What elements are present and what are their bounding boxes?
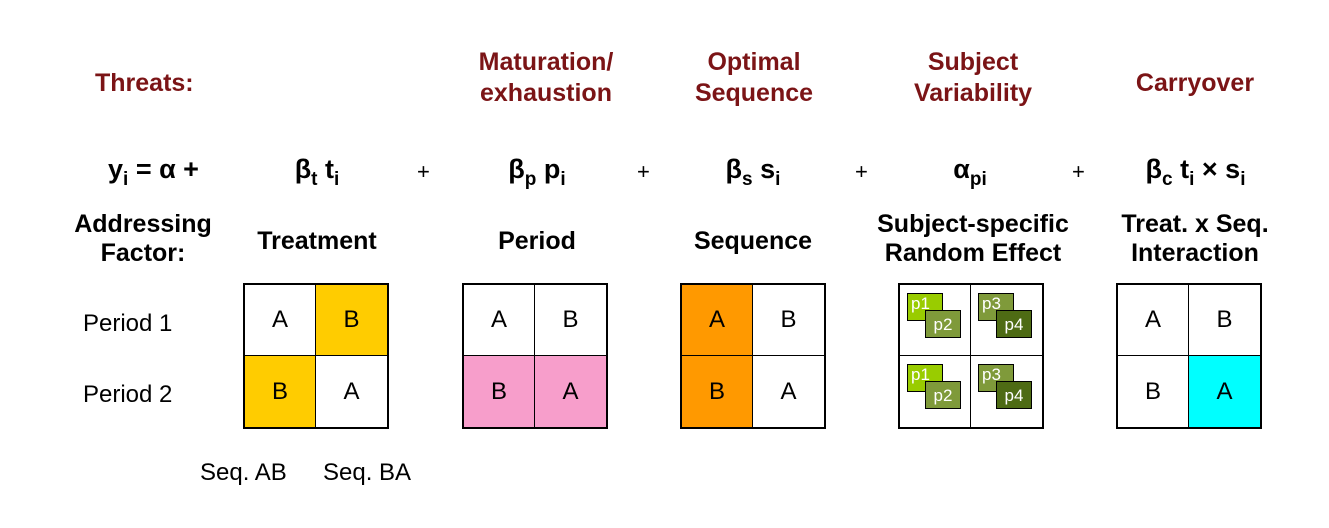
threat-subject-variability: Subject Variability bbox=[913, 48, 1033, 107]
equation-term-subject: αpi bbox=[953, 154, 987, 190]
equation-plus: + bbox=[855, 159, 868, 184]
threat-optimal-sequence: Optimal Sequence bbox=[694, 48, 814, 107]
subject-square-front: p2 bbox=[925, 381, 961, 409]
grid-cell: B bbox=[753, 285, 824, 356]
grid-cell: B bbox=[316, 285, 387, 356]
subject-square-front: p2 bbox=[925, 310, 961, 338]
equation-term-treatment: βt ti bbox=[294, 154, 340, 190]
factor-subject-random-effect: Subject-specific Random Effect bbox=[877, 210, 1069, 267]
sequence-ab-label: Seq. AB bbox=[200, 459, 287, 486]
threats-heading: Threats: bbox=[95, 69, 194, 97]
subject-square-front: p4 bbox=[996, 310, 1032, 338]
factor-period: Period bbox=[498, 227, 576, 255]
factor-heading: Addressing Factor: bbox=[74, 210, 212, 267]
equation-term-sequence: βs si bbox=[725, 154, 781, 190]
period-2-label: Period 2 bbox=[83, 381, 173, 408]
grid-cell: A bbox=[753, 356, 824, 427]
grid-cell: A bbox=[682, 285, 753, 356]
grid-cell: B bbox=[535, 285, 606, 356]
grid-cell: A bbox=[245, 285, 316, 356]
equation-plus: + bbox=[637, 159, 650, 184]
threat-carryover: Carryover bbox=[1135, 69, 1255, 97]
equation-lhs: yi = α + bbox=[108, 154, 199, 190]
subject-square-front: p4 bbox=[996, 381, 1032, 409]
equation-term-carryover: βc ti × si bbox=[1145, 154, 1246, 190]
grid-cell: A bbox=[1189, 356, 1260, 427]
grid-cell: B bbox=[245, 356, 316, 427]
grid-cell: A bbox=[464, 285, 535, 356]
grid-cell: B bbox=[1189, 285, 1260, 356]
grid-cell: B bbox=[464, 356, 535, 427]
grid-cell: A bbox=[1118, 285, 1189, 356]
factor-sequence: Sequence bbox=[693, 227, 813, 255]
grid-cell: A bbox=[535, 356, 606, 427]
equation-plus: + bbox=[417, 159, 430, 184]
threat-maturation: Maturation/ exhaustion bbox=[478, 48, 614, 107]
equation-term-period: βp pi bbox=[508, 154, 566, 190]
grid-cell: B bbox=[1118, 356, 1189, 427]
factor-treatment: Treatment bbox=[257, 227, 377, 255]
period-1-label: Period 1 bbox=[83, 310, 173, 337]
equation-plus: + bbox=[1072, 159, 1085, 184]
sequence-ba-label: Seq. BA bbox=[323, 459, 412, 486]
grid-cell: A bbox=[316, 356, 387, 427]
grid-cell: B bbox=[682, 356, 753, 427]
factor-interaction: Treat. x Seq. Interaction bbox=[1121, 210, 1269, 267]
